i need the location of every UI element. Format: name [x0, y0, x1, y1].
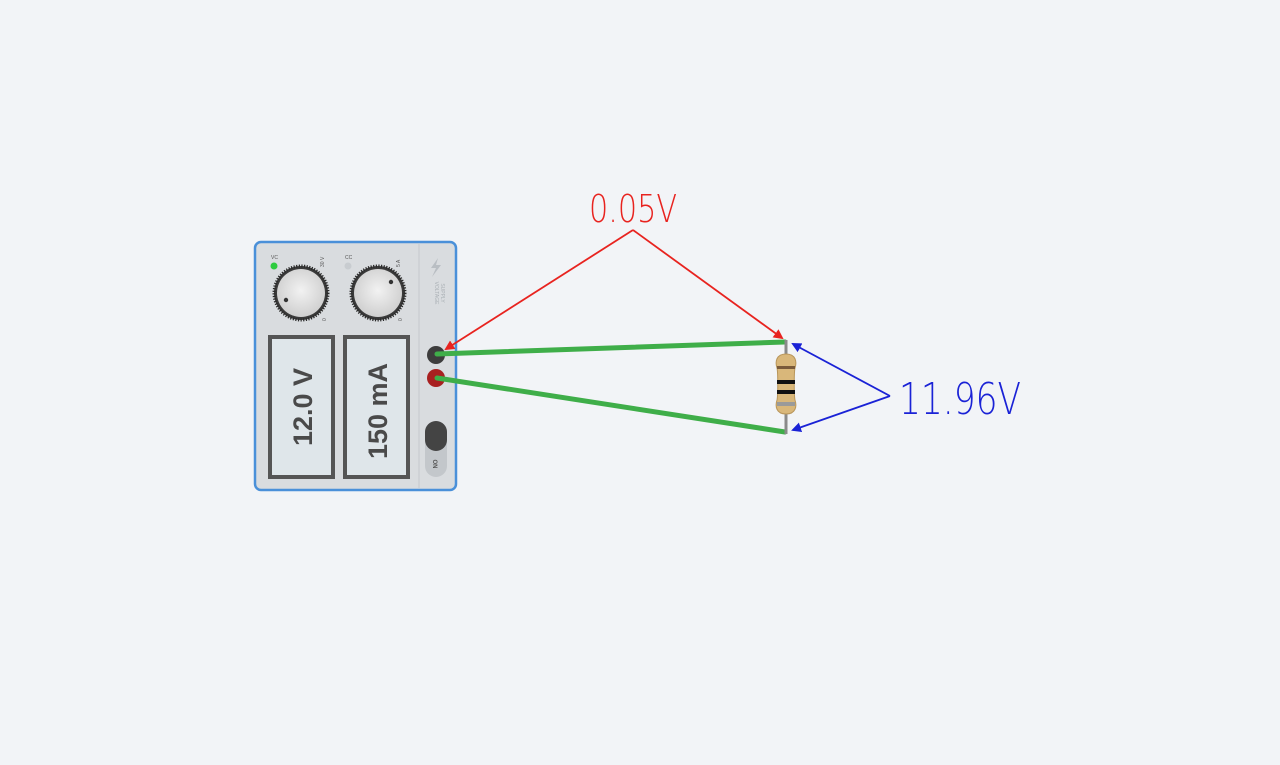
cv-led — [270, 262, 278, 270]
switch-label: ON — [431, 460, 437, 469]
voltage-min-label: 0 — [322, 318, 328, 321]
power-supply[interactable]: VC CC 30 V 5 A 0 0 12.0 V 150 mA — [253, 240, 458, 492]
cc-led — [344, 262, 352, 270]
resistor-band-3 — [777, 390, 795, 394]
cc-label: CC — [345, 255, 353, 261]
wire-top[interactable] — [434, 339, 788, 357]
annotation-top-label: 0.05V — [589, 187, 677, 231]
current-display: 150 mA — [343, 335, 410, 479]
voltage-display-value: 12.0 V — [288, 368, 318, 446]
power-switch[interactable]: ON — [425, 421, 447, 477]
side-label-voltage: VOLTAGE — [433, 282, 439, 306]
cv-label: VC — [271, 255, 278, 261]
annotation-right-arrow-bottom — [791, 395, 891, 433]
voltage-display: 12.0 V — [268, 335, 335, 479]
annotation-top-arrow-left — [444, 229, 634, 351]
annotation-top-arrow-right — [632, 229, 784, 340]
annotation-right: 11.96V — [791, 343, 1021, 433]
resistor-band-1 — [777, 366, 795, 369]
resistor-band-4 — [777, 402, 795, 406]
current-display-value: 150 mA — [363, 363, 393, 459]
resistor-band-2 — [777, 380, 795, 384]
lightning-icon — [431, 258, 441, 277]
current-knob[interactable] — [349, 264, 407, 322]
voltage-max-label: 30 V — [320, 256, 326, 267]
resistor[interactable] — [775, 340, 797, 434]
voltage-knob[interactable] — [272, 264, 330, 322]
current-max-label: 5 A — [396, 259, 402, 267]
annotation-right-arrow-top — [791, 343, 891, 397]
wire-bottom[interactable] — [434, 375, 788, 435]
annotation-right-label: 11.96V — [899, 374, 1021, 425]
current-min-label: 0 — [398, 318, 404, 321]
annotation-top: 0.05V — [444, 187, 784, 351]
side-label-supply: SUPPLY — [439, 283, 445, 303]
